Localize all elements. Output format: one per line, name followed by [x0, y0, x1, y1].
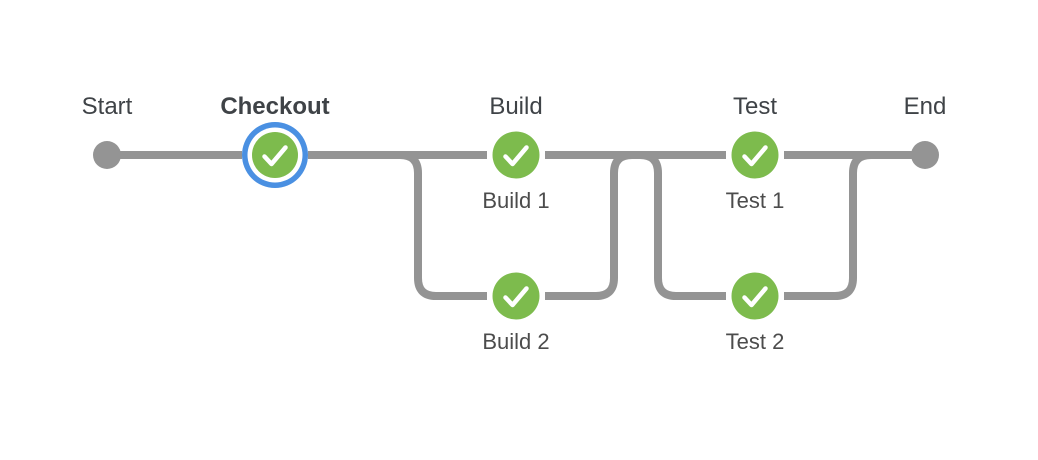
stage-label-end: End	[904, 93, 947, 120]
node-label-build-1: Build 1	[482, 188, 549, 213]
node-test-2[interactable]	[731, 272, 779, 320]
connector-build2-merge-up	[545, 151, 633, 300]
connector-build2-branch-down	[399, 151, 487, 300]
node-build-2[interactable]	[492, 272, 540, 320]
checkmark-icon	[503, 145, 529, 167]
node-build-1[interactable]	[492, 131, 540, 179]
start-terminal-dot	[93, 141, 121, 169]
pipeline-connectors	[107, 151, 925, 300]
stage-label-start: Start	[82, 93, 133, 120]
stage-label-build: Build	[489, 93, 542, 120]
stage-label-test: Test	[733, 93, 777, 120]
connector-test2-merge-up	[784, 151, 872, 300]
end-terminal-dot	[911, 141, 939, 169]
connector-test2-branch-down	[639, 151, 726, 300]
stage-label-checkout: Checkout	[220, 93, 329, 120]
checkout-status-circle	[252, 132, 298, 178]
node-label-test-1: Test 1	[726, 188, 785, 213]
test2-status-circle	[731, 272, 779, 320]
checkmark-icon	[742, 286, 768, 308]
node-label-build-2: Build 2	[482, 329, 549, 354]
build2-status-circle	[492, 272, 540, 320]
node-test-1[interactable]	[731, 131, 779, 179]
test1-status-circle	[731, 131, 779, 179]
checkmark-icon	[262, 145, 288, 167]
checkmark-icon	[742, 145, 768, 167]
node-checkout[interactable]	[242, 122, 308, 188]
node-label-test-2: Test 2	[726, 329, 785, 354]
checkmark-icon	[503, 286, 529, 308]
build1-status-circle	[492, 131, 540, 179]
